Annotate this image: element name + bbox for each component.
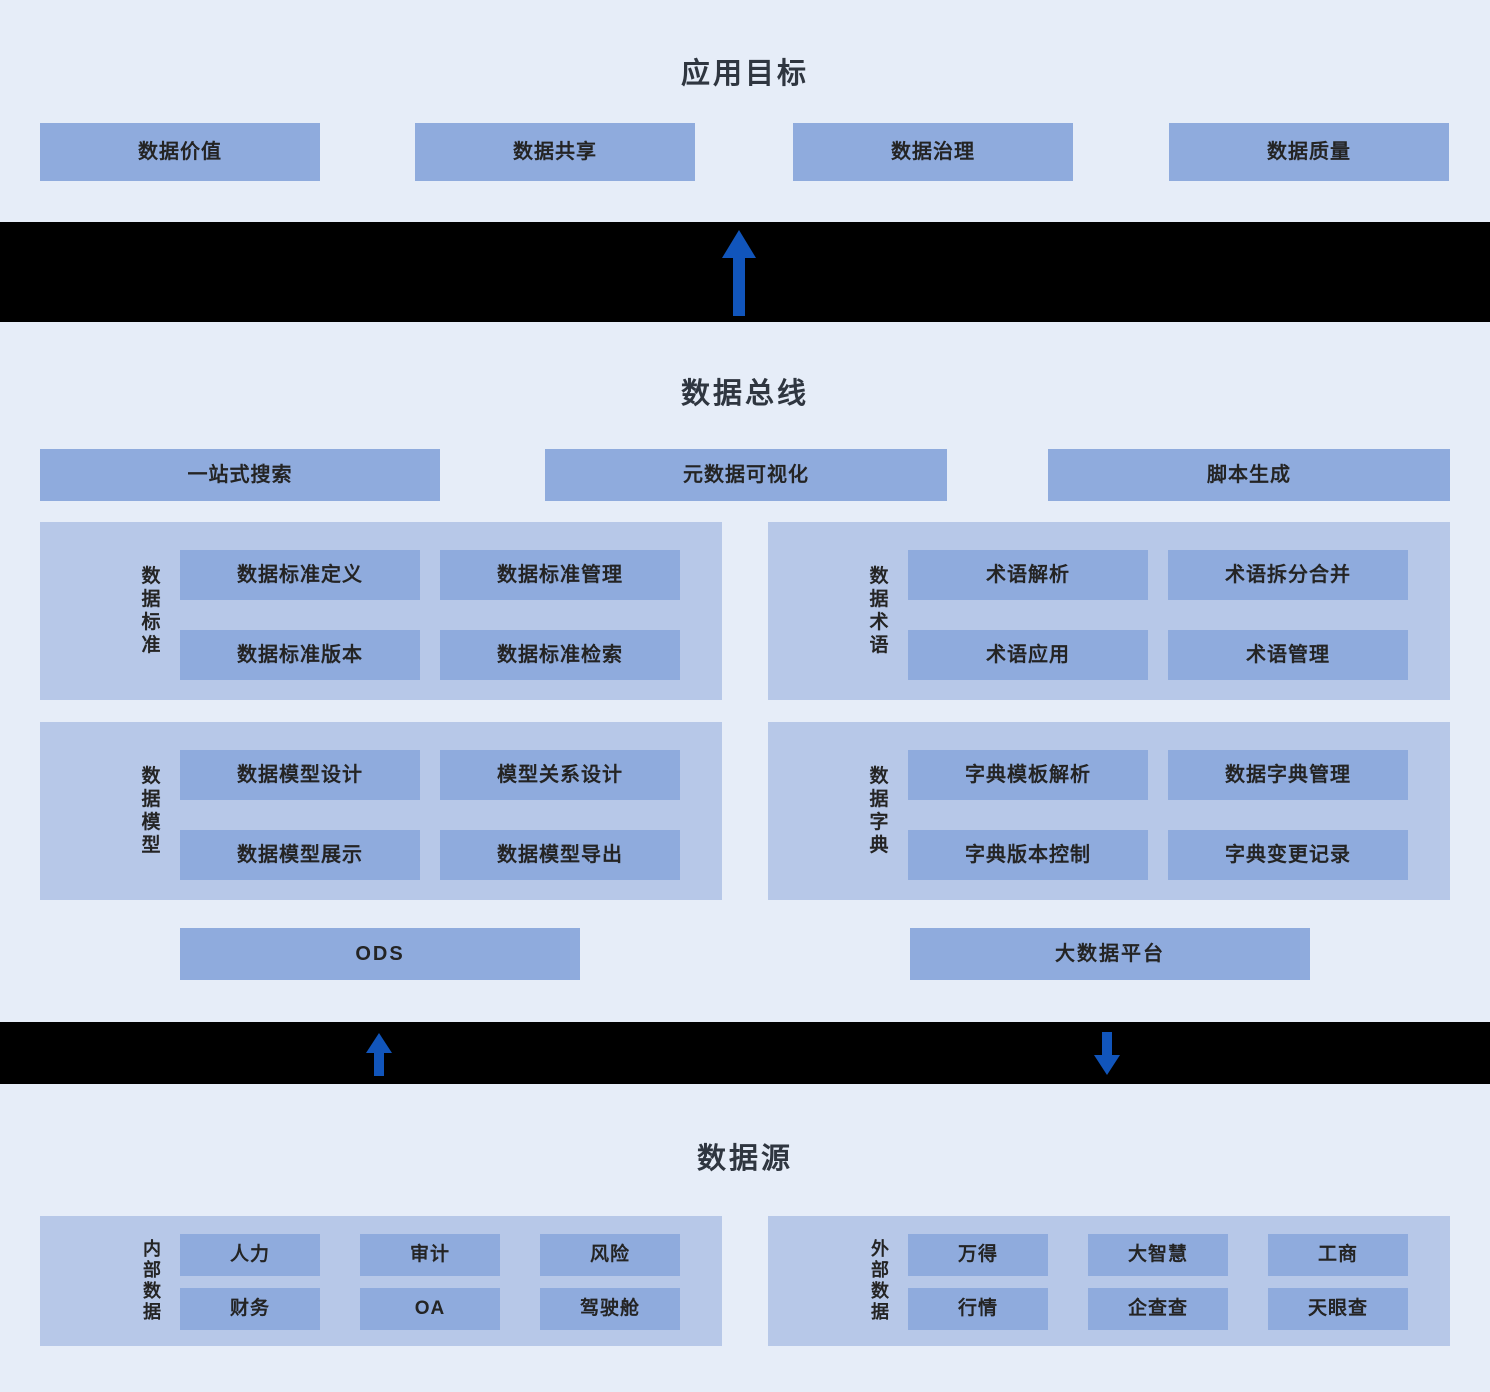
label-char: 内 xyxy=(143,1238,161,1259)
group-internal-data: 内 部 数 据 人力 审计 风险 财务 OA 驾驶舱 xyxy=(40,1216,722,1346)
application-goals-title: 应用目标 xyxy=(680,58,809,90)
data-bus-title: 数据总线 xyxy=(680,378,809,410)
data-source-title: 数据源 xyxy=(696,1143,793,1175)
cell-data-model-export[interactable]: 数据模型导出 xyxy=(440,830,680,880)
cell-data-dictionary-management[interactable]: 数据字典管理 xyxy=(1168,750,1408,800)
arrow-down-icon xyxy=(1090,1032,1124,1081)
group-label-data-standard: 数 据 标 准 xyxy=(128,522,174,700)
label-char: 准 xyxy=(141,635,161,657)
platform-box-ods[interactable]: ODS xyxy=(180,928,580,980)
label-char: 语 xyxy=(869,635,889,657)
cell-term-split-merge[interactable]: 术语拆分合并 xyxy=(1168,550,1408,600)
cell-term-parsing[interactable]: 术语解析 xyxy=(908,550,1148,600)
source-box-wind[interactable]: 万得 xyxy=(908,1234,1048,1276)
label-char: 据 xyxy=(871,1302,889,1323)
label-char: 据 xyxy=(141,588,161,610)
source-box-tianyancha[interactable]: 天眼查 xyxy=(1268,1288,1408,1330)
label-char: 数 xyxy=(871,1281,889,1301)
goal-box-data-sharing[interactable]: 数据共享 xyxy=(415,123,695,181)
cell-dictionary-template-parsing[interactable]: 字典模板解析 xyxy=(908,750,1148,800)
label-char: 数 xyxy=(141,765,161,787)
source-box-finance[interactable]: 财务 xyxy=(180,1288,320,1330)
goal-box-data-governance[interactable]: 数据治理 xyxy=(793,123,1073,181)
arrow-up-icon xyxy=(718,228,760,321)
source-box-oa[interactable]: OA xyxy=(360,1288,500,1330)
cell-term-management[interactable]: 术语管理 xyxy=(1168,630,1408,680)
cell-data-standard-definition[interactable]: 数据标准定义 xyxy=(180,550,420,600)
source-box-hr[interactable]: 人力 xyxy=(180,1234,320,1276)
source-box-cockpit[interactable]: 驾驶舱 xyxy=(540,1288,680,1330)
cell-dictionary-change-log[interactable]: 字典变更记录 xyxy=(1168,830,1408,880)
source-box-qichacha[interactable]: 企查查 xyxy=(1088,1288,1228,1330)
cell-dictionary-version-control[interactable]: 字典版本控制 xyxy=(908,830,1148,880)
source-box-dazhihui[interactable]: 大智慧 xyxy=(1088,1234,1228,1276)
source-box-risk[interactable]: 风险 xyxy=(540,1234,680,1276)
cell-data-model-design[interactable]: 数据模型设计 xyxy=(180,750,420,800)
goal-box-data-quality[interactable]: 数据质量 xyxy=(1169,123,1449,181)
source-box-gongshang[interactable]: 工商 xyxy=(1268,1234,1408,1276)
cell-data-standard-version[interactable]: 数据标准版本 xyxy=(180,630,420,680)
label-char: 字 xyxy=(869,812,889,833)
group-external-data: 外 部 数 据 万得 大智慧 工商 行情 企查查 天眼查 xyxy=(768,1216,1450,1346)
group-label-internal-data: 内 部 数 据 xyxy=(132,1216,172,1346)
service-box-one-stop-search[interactable]: 一站式搜索 xyxy=(40,449,440,501)
group-data-model: 数 据 模 型 数据模型设计 模型关系设计 数据模型展示 数据模型导出 xyxy=(40,722,722,900)
label-char: 数 xyxy=(143,1281,161,1301)
platform-box-big-data[interactable]: 大数据平台 xyxy=(910,928,1310,980)
label-char: 据 xyxy=(869,788,889,810)
label-char: 数 xyxy=(869,765,889,787)
group-label-data-dictionary: 数 据 字 典 xyxy=(856,722,902,900)
group-label-data-model: 数 据 模 型 xyxy=(128,722,174,900)
cell-term-application[interactable]: 术语应用 xyxy=(908,630,1148,680)
label-char: 数 xyxy=(869,565,889,587)
label-char: 数 xyxy=(141,565,161,587)
cell-data-model-display[interactable]: 数据模型展示 xyxy=(180,830,420,880)
source-box-audit[interactable]: 审计 xyxy=(360,1234,500,1276)
label-char: 标 xyxy=(141,612,161,633)
cell-model-relation-design[interactable]: 模型关系设计 xyxy=(440,750,680,800)
group-data-dictionary: 数 据 字 典 字典模板解析 数据字典管理 字典版本控制 字典变更记录 xyxy=(768,722,1450,900)
label-char: 据 xyxy=(143,1302,161,1323)
cell-data-standard-management[interactable]: 数据标准管理 xyxy=(440,550,680,600)
group-data-standard: 数 据 标 准 数据标准定义 数据标准管理 数据标准版本 数据标准检索 xyxy=(40,522,722,700)
source-box-quotes[interactable]: 行情 xyxy=(908,1288,1048,1330)
label-char: 模 xyxy=(141,812,161,833)
separator-band-bottom xyxy=(0,1022,1490,1084)
group-label-external-data: 外 部 数 据 xyxy=(860,1216,900,1346)
label-char: 据 xyxy=(869,588,889,610)
label-char: 型 xyxy=(141,835,161,857)
group-label-data-terminology: 数 据 术 语 xyxy=(856,522,902,700)
arrow-up-icon xyxy=(362,1032,396,1081)
goal-box-data-value[interactable]: 数据价值 xyxy=(40,123,320,181)
label-char: 典 xyxy=(869,835,889,857)
label-char: 部 xyxy=(143,1259,161,1280)
cell-data-standard-search[interactable]: 数据标准检索 xyxy=(440,630,680,680)
label-char: 术 xyxy=(869,612,889,633)
label-char: 部 xyxy=(871,1259,889,1280)
label-char: 外 xyxy=(871,1238,889,1259)
service-box-metadata-visualization[interactable]: 元数据可视化 xyxy=(545,449,947,501)
service-box-script-generation[interactable]: 脚本生成 xyxy=(1048,449,1450,501)
label-char: 据 xyxy=(141,788,161,810)
group-data-terminology: 数 据 术 语 术语解析 术语拆分合并 术语应用 术语管理 xyxy=(768,522,1450,700)
